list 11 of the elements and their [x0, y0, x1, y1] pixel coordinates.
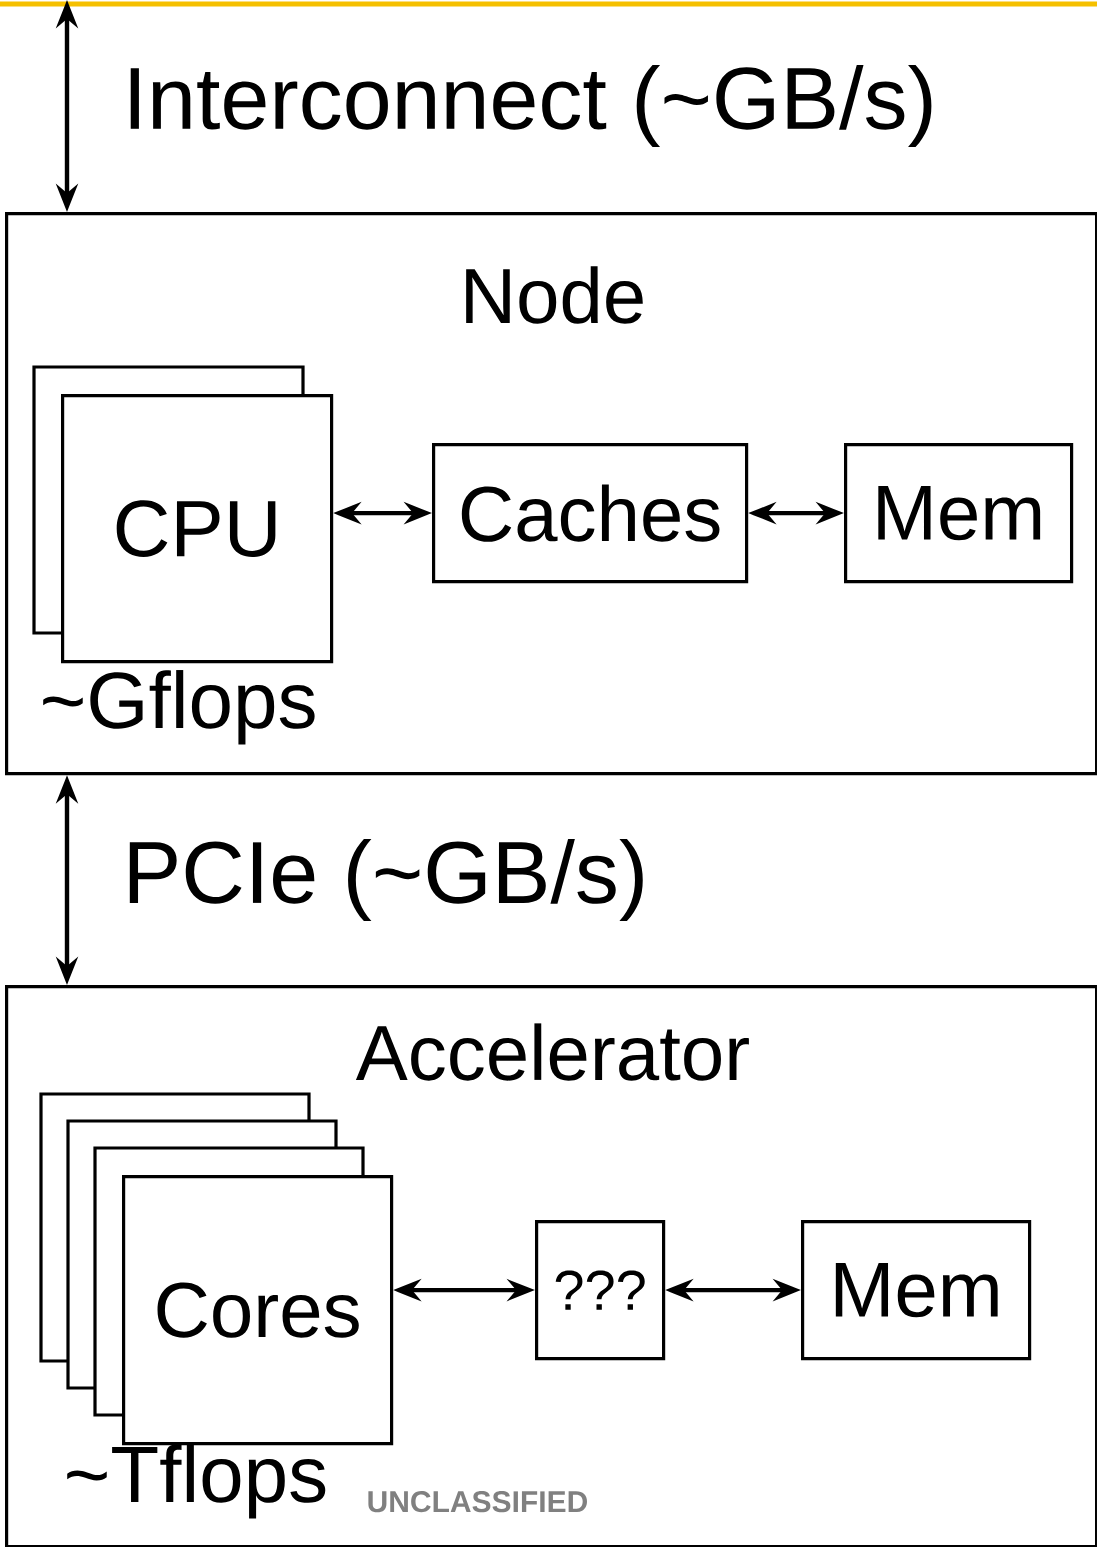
edge-label: PCIe (~GB/s) [129, 839, 643, 922]
process-box: ??? [535, 1220, 666, 1361]
stacked-box: CPU [32, 365, 334, 664]
node-label: ~Tflops [67, 1444, 326, 1519]
edge-label: Interconnect (~GB/s) [130, 65, 932, 147]
stacked-box: Cores [39, 1092, 394, 1446]
process-box: Mem [801, 1220, 1032, 1361]
process-box: Mem [844, 443, 1074, 584]
process-box: Caches [432, 443, 749, 584]
classification-label: UNCLASSIFIED [368, 1491, 587, 1513]
node-label: ~Gflops [43, 670, 315, 745]
